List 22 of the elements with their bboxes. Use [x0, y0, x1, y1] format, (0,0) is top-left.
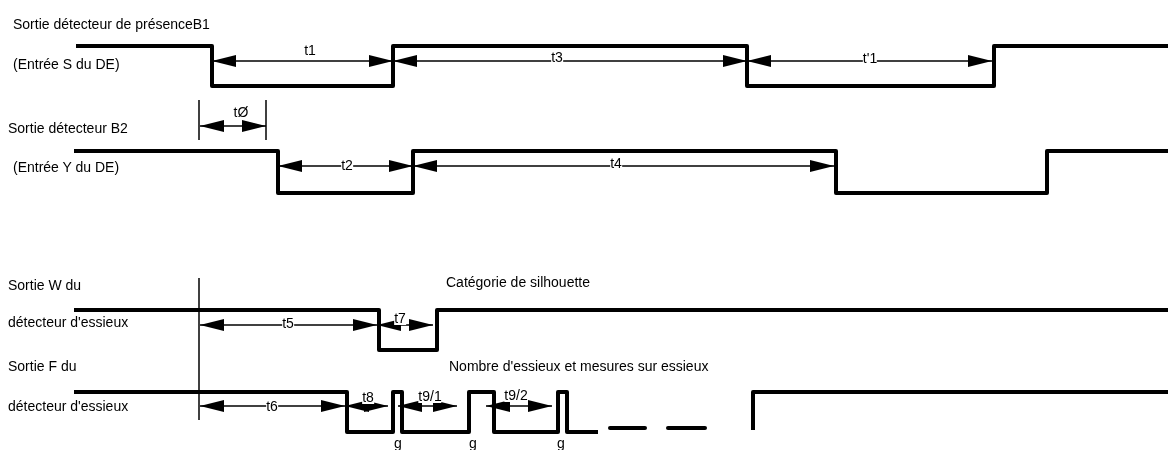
signal-label: Sortie détecteur B2: [8, 120, 128, 136]
signal-label: (Entrée Y du DE): [13, 159, 120, 175]
time-label: t'1: [862, 51, 878, 65]
time-label: t9/2: [504, 388, 528, 402]
signal-label: Sortie détecteur de présenceB1: [13, 16, 210, 32]
signal-label: détecteur d'essieux: [8, 398, 129, 414]
signal-label: Sortie W du: [8, 277, 82, 293]
annotation-text: Nombre d'essieux et mesures sur essieux: [449, 358, 709, 374]
signal-label: détecteur d'essieux: [8, 314, 129, 330]
time-label: t7: [394, 311, 406, 325]
time-label: t8: [362, 390, 374, 404]
time-label: t5: [282, 316, 294, 330]
time-label: t4: [610, 156, 622, 170]
time-label: t6: [266, 399, 278, 413]
time-label: t3: [551, 50, 563, 64]
annotation-text: Catégorie de silhouette: [446, 274, 590, 290]
time-label: tØ: [233, 105, 249, 119]
time-label: t2: [341, 158, 353, 172]
signal-label: Sortie F du: [8, 358, 77, 374]
signal-label: (Entrée S du DE): [13, 56, 120, 72]
time-label: t1: [304, 43, 316, 57]
time-label: t9/1: [418, 389, 442, 403]
